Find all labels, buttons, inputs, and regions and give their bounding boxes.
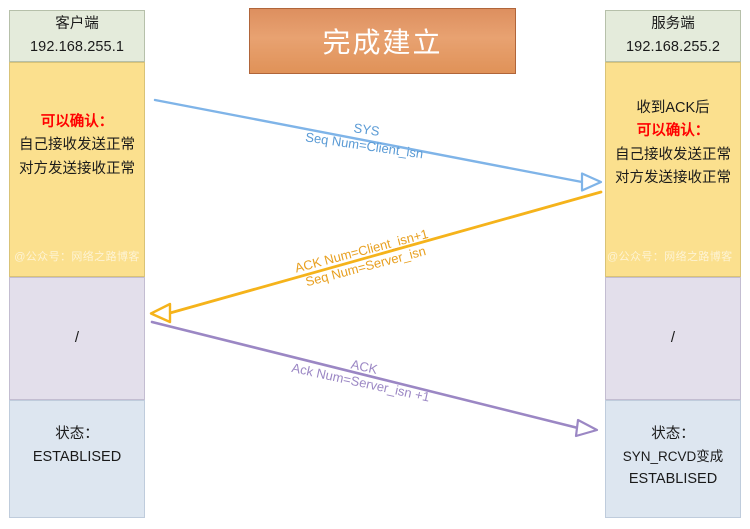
client-middle-box: / xyxy=(9,277,145,400)
server-ip: 192.168.255.2 xyxy=(625,39,721,55)
arrow-syn xyxy=(153,98,603,192)
client-confirm-line-1: 自己接收发送正常 xyxy=(19,137,135,154)
server-status-value: ESTABLISED xyxy=(628,471,718,488)
server-confirm-line-2: 对方发送接收正常 xyxy=(615,170,731,187)
server-status-label: 状态： xyxy=(651,426,695,442)
client-middle-text: / xyxy=(74,329,80,347)
client-status-value: ESTABLISED xyxy=(32,449,122,466)
server-middle-box: / xyxy=(605,277,741,400)
server-middle-text: / xyxy=(670,329,676,347)
arrow-syn-ack xyxy=(149,190,603,324)
arrow-ack xyxy=(150,320,599,438)
client-header-box: 客户端 192.168.255.1 xyxy=(9,10,145,62)
client-confirm-line-2: 对方发送接收正常 xyxy=(19,160,135,177)
diagram-title-text: 完成建立 xyxy=(322,27,443,58)
server-confirm-line-1: 自己接收发送正常 xyxy=(615,146,731,163)
client-ip: 192.168.255.1 xyxy=(29,39,125,55)
client-confirm-label: 可以确认： xyxy=(40,114,114,130)
server-confirm-label: 可以确认： xyxy=(636,123,710,140)
client-status-box: 状态： ESTABLISED xyxy=(9,400,145,518)
server-status-transition: SYN_RCVD变成 xyxy=(622,449,724,465)
server-state-prefix: 收到ACK后 xyxy=(636,100,710,116)
server-status-box: 状态： SYN_RCVD变成 ESTABLISED xyxy=(605,400,741,518)
server-name: 服务端 xyxy=(651,15,695,32)
client-status-label: 状态： xyxy=(55,426,99,442)
diagram-title-banner: 完成建立 xyxy=(249,8,516,74)
server-header-box: 服务端 192.168.255.2 xyxy=(605,10,741,62)
client-name: 客户端 xyxy=(55,15,99,32)
